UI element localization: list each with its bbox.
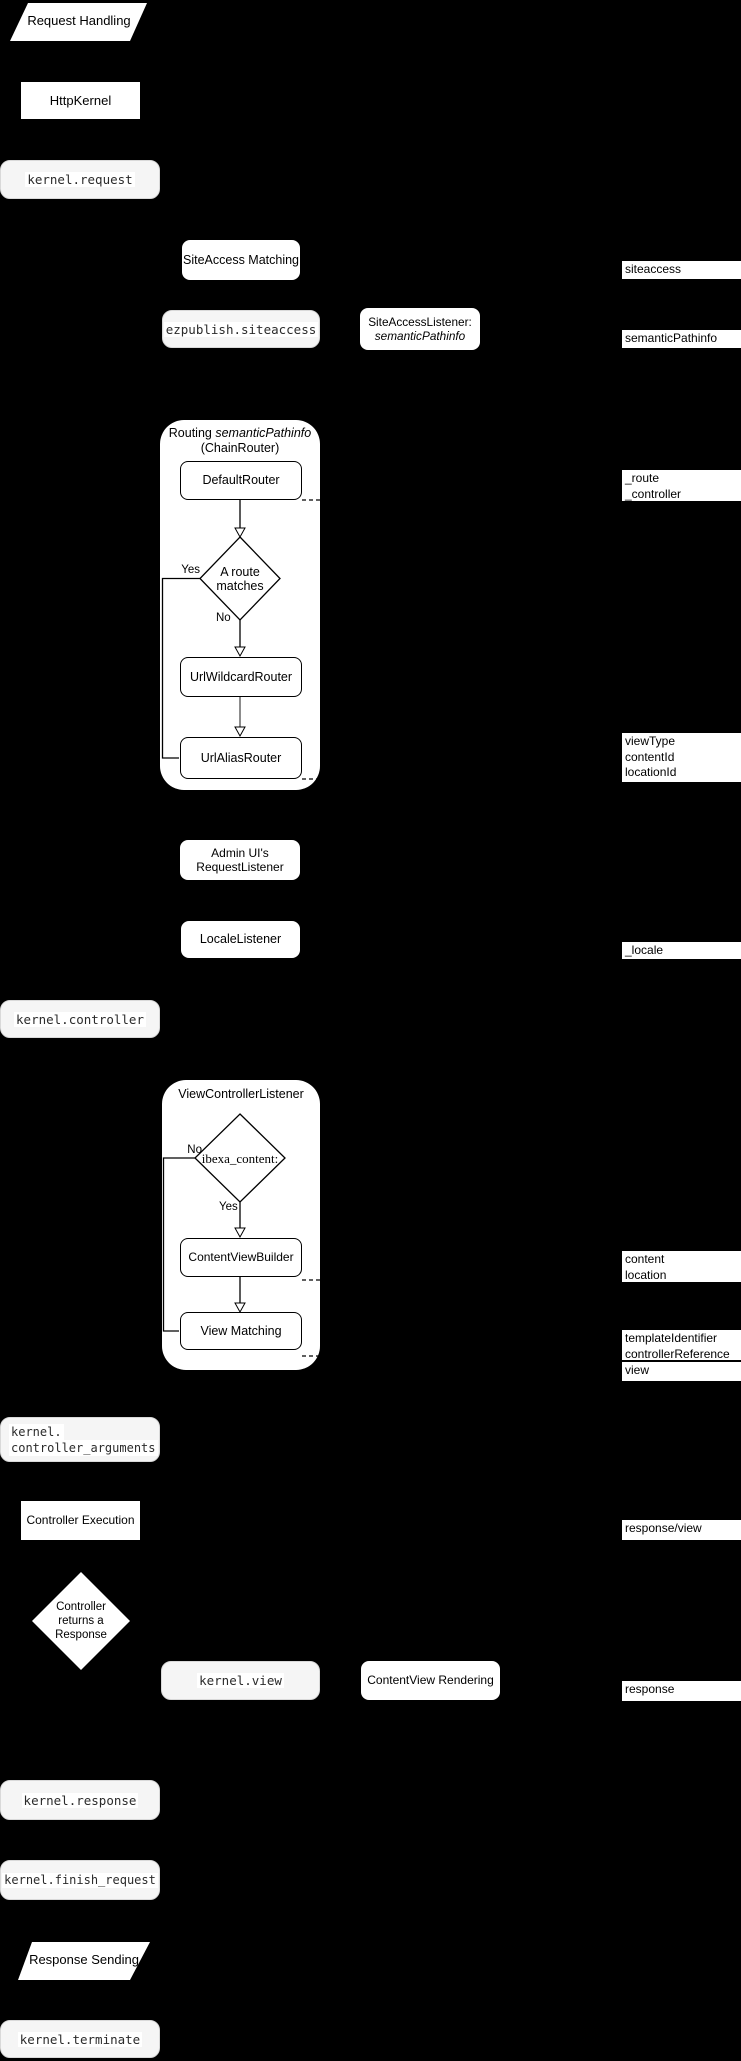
controller-execution-box: Controller Execution <box>21 1501 140 1540</box>
content-view-builder-box: ContentViewBuilder <box>180 1238 302 1277</box>
side-label-view-text: view <box>625 1363 650 1377</box>
side-label-semantic-pathinfo-text: semanticPathinfo <box>625 331 718 345</box>
routing-title-prefix: Routing <box>168 426 216 440</box>
kernel-response-label: kernel.response <box>21 1792 139 1808</box>
routing-container-title: Routing semanticPathinfo (ChainRouter) <box>162 426 318 456</box>
url-wildcard-router-box: UrlWildcardRouter <box>180 657 302 697</box>
kernel-finish-request-label: kernel.finish_request <box>2 1872 158 1888</box>
side-label-content: content <box>625 1252 665 1266</box>
side-label-locationid: locationId <box>625 765 677 779</box>
side-label-route-controller: _route _controller <box>622 470 741 501</box>
kernel-controller-arguments-line1: kernel. <box>9 1423 64 1440</box>
side-label-response-view-text: response/view <box>625 1521 702 1535</box>
request-handling-label: Request Handling <box>27 13 131 28</box>
side-label-content-location: content location <box>622 1251 741 1282</box>
side-label-controller: _controller <box>625 486 682 501</box>
ezpublish-siteaccess-label: ezpublish.siteaccess <box>163 321 319 337</box>
vcl-no-label: No <box>187 1144 202 1156</box>
admin-ui-line2: RequestListener <box>196 860 284 874</box>
kernel-finish-request-event-box: kernel.finish_request <box>0 1860 160 1900</box>
side-label-controller-reference: controllerReference <box>625 1346 730 1361</box>
controller-returns-line2: returns a <box>58 1615 104 1627</box>
kernel-view-event-box: kernel.view <box>161 1661 320 1700</box>
kernel-view-label: kernel.view <box>197 1673 284 1688</box>
url-alias-router-box: UrlAliasRouter <box>180 737 302 779</box>
side-label-contentid: contentId <box>625 749 675 764</box>
routing-title-subtitle: (ChainRouter) <box>200 441 280 455</box>
ezpublish-siteaccess-event-box: ezpublish.siteaccess <box>162 310 320 348</box>
side-label-view-params: viewType contentId locationId <box>622 733 741 782</box>
side-label-location: location <box>625 1267 667 1282</box>
kernel-controller-label: kernel.controller <box>14 1011 146 1027</box>
view-matching-box: View Matching <box>180 1312 302 1350</box>
siteaccess-listener-box: SiteAccessListener: semanticPathinfo <box>360 308 480 350</box>
side-label-locale: _locale <box>622 942 741 959</box>
side-label-siteaccess-text: siteaccess <box>625 262 682 276</box>
side-label-template-identifier: templateIdentifier <box>625 1331 718 1345</box>
routing-yes-label: Yes <box>181 564 200 576</box>
response-sending-label: Response Sending <box>29 1952 139 1967</box>
route-matches-line2: matches <box>216 579 264 593</box>
controller-returns-response-text: Controller returns a Response <box>36 1600 126 1642</box>
route-matches-diamond-text: A route matches <box>200 565 280 593</box>
route-matches-line1: A route <box>220 565 260 579</box>
contentview-rendering-box: ContentView Rendering <box>361 1661 500 1700</box>
routing-title-italic: semanticPathinfo <box>215 426 312 440</box>
view-controller-listener-title: ViewControllerListener <box>178 1087 304 1101</box>
controller-returns-line1: Controller <box>56 1601 106 1613</box>
side-label-viewtype: viewType <box>625 734 676 748</box>
locale-listener-box: LocaleListener <box>181 921 300 958</box>
httpkernel-box: HttpKernel <box>21 82 140 119</box>
kernel-controller-arguments-line2: controller_arguments <box>9 1439 158 1456</box>
kernel-controller-arguments-event-box: kernel. controller_arguments <box>0 1417 160 1462</box>
siteaccess-listener-line1: SiteAccessListener: <box>368 314 472 329</box>
kernel-terminate-event-box: kernel.terminate <box>0 2020 160 2058</box>
side-label-response-view: response/view <box>622 1520 741 1540</box>
side-label-route: _route <box>625 471 660 485</box>
side-label-template-controller: templateIdentifier controllerReference <box>622 1330 741 1361</box>
controller-returns-line3: Response <box>55 1629 107 1641</box>
kernel-response-event-box: kernel.response <box>0 1780 160 1820</box>
kernel-terminate-label: kernel.terminate <box>17 2031 143 2047</box>
side-label-view: view <box>622 1362 741 1381</box>
side-label-semantic-pathinfo: semanticPathinfo <box>622 330 741 348</box>
siteaccess-listener-line2: semanticPathinfo <box>374 329 466 343</box>
side-label-response-text: response <box>625 1682 675 1696</box>
admin-ui-line1: Admin UI's <box>211 845 269 860</box>
side-label-locale-text: _locale <box>625 943 664 957</box>
kernel-controller-event-box: kernel.controller <box>0 1000 160 1038</box>
ibexa-content-diamond-text: ibexa_content: <box>201 1151 279 1166</box>
side-label-response: response <box>622 1681 741 1701</box>
routing-no-label: No <box>216 612 231 624</box>
admin-ui-request-listener-box: Admin UI's RequestListener <box>180 840 300 880</box>
kernel-request-label: kernel.request <box>25 172 135 187</box>
default-router-box: DefaultRouter <box>180 461 302 500</box>
vcl-yes-label: Yes <box>219 1201 238 1213</box>
kernel-request-event-box: kernel.request <box>0 160 160 199</box>
side-label-siteaccess: siteaccess <box>622 261 741 279</box>
siteaccess-matching-box: SiteAccess Matching <box>182 240 300 280</box>
